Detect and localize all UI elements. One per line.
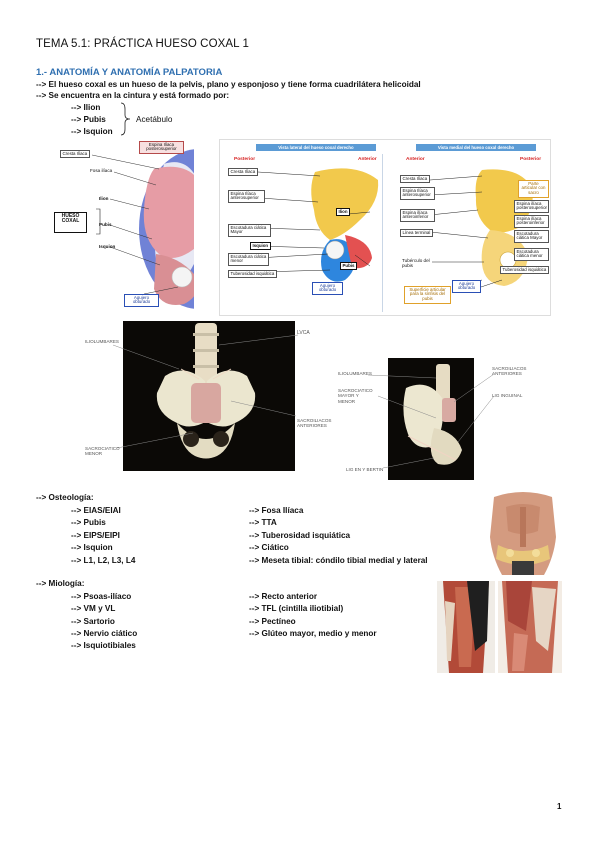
- leg-muscles-2-illustration: [502, 581, 558, 673]
- label-espina-antsup-lat: Espina Ilíaca anterosuperior: [228, 190, 265, 203]
- divider: [382, 154, 383, 312]
- label-escotadura-menor-med: Escotadura ciática menor: [514, 248, 549, 261]
- osteo-right-1: --> Fosa Ilíaca: [249, 506, 304, 515]
- brace-icon: [120, 102, 131, 136]
- intro-line-2: --> Se encuentra en la cintura y está fo…: [36, 91, 230, 100]
- banner-vista-lateral: Vista lateral del hueso coxal derecho: [256, 144, 376, 151]
- figure-ligamentos-lateral: ILIOLUMBARES SACROCIATICO MAYOR Y MENOR …: [338, 358, 538, 480]
- mio-right-3: --> Pectíneo: [249, 617, 296, 626]
- label-cresta-iliaca-lat: Cresta Ilíaca: [228, 168, 258, 177]
- label-sacrociatico-menor: SACROCIATICO MENOR: [85, 446, 120, 457]
- osteo-right-4: --> Ciático: [249, 543, 289, 552]
- part-ilion: --> Ilion: [71, 103, 101, 112]
- osteo-right-3: --> Tuberosidad isquiática: [249, 531, 351, 540]
- label-agujero-obturado-lat: Agujero obturado: [312, 282, 343, 295]
- osteo-right-5: --> Meseta tibial: cóndilo tibial medial…: [249, 556, 428, 565]
- label-sacrociatico-mayor-menor: SACROCIATICO MAYOR Y MENOR: [338, 388, 373, 404]
- page-title: TEMA 5.1: PRÁCTICA HUESO COXAL 1: [36, 38, 250, 50]
- label-iliolumbares: ILIOLUMBARES: [85, 339, 119, 344]
- label-agujero-obturado: Agujero obturado: [124, 294, 159, 307]
- osteo-left-1: --> EIAS/EIAI: [71, 506, 121, 515]
- mio-left-4: --> Nervio ciático: [71, 629, 138, 638]
- label-espina-antsup-med: Espina Ilíaca anterosuperior: [400, 187, 435, 200]
- label-parte-articular-sacro: Parte articular con sacro: [518, 180, 549, 198]
- label-espina-postsup-med: Espina ilíaca posterosuperior: [514, 200, 549, 213]
- label-posterior-right: Posterior: [520, 157, 542, 162]
- label-lig-inguinal: LIG INGUINAL: [492, 393, 523, 398]
- page-number: 1: [557, 802, 562, 811]
- label-tuberculo-pubis: Tubérculo del pubis: [402, 258, 430, 269]
- miologia-heading: --> Miología:: [36, 579, 85, 588]
- section-heading: 1.- ANATOMÍA Y ANATOMÍA PALPATORIA: [36, 67, 223, 78]
- label-linea-terminal: Línea terminal: [400, 229, 433, 238]
- osteo-right-2: --> TTA: [249, 518, 277, 527]
- label-hueso-coxal: HUESO COXAL: [54, 212, 87, 234]
- label-escotadura-menor-lat: Escotadura ciática menor: [228, 253, 269, 266]
- label-cresta-iliaca-med: Cresta Ilíaca: [400, 175, 430, 184]
- label-superficie-sinfisis: Superficie articular para la sínfisis de…: [404, 286, 451, 304]
- label-anterior-left: Anterior: [358, 157, 377, 162]
- label-lvca: LVCA: [297, 330, 310, 336]
- label-isquion-lat: Isquion: [250, 242, 271, 251]
- label-ilion-lat: Ilion: [336, 208, 351, 217]
- label-cresta-iliaca: Cresta Ilíaca: [60, 150, 90, 159]
- banner-vista-medial: Vista medial del hueso coxal derecho: [416, 144, 536, 151]
- figure-leg-muscles-1: [437, 581, 495, 673]
- mio-left-1: --> Psoas-ilíaco: [71, 592, 132, 601]
- label-espina-postinf-med: Espina ilíaca posteroinferior: [514, 215, 549, 228]
- mio-right-1: --> Recto anterior: [249, 592, 318, 601]
- osteologia-heading: --> Osteología:: [36, 493, 94, 502]
- label-pubis-lat: Pubis: [340, 262, 357, 271]
- figure-coxal-vistas: Vista lateral del hueso coxal derecho Vi…: [219, 139, 551, 316]
- label-espina-posterosuperior: Espina Ilíaca posterosuperior: [139, 141, 184, 154]
- lateral-pelvis-illustration: [367, 364, 495, 469]
- label-tuberosidad-lat: Tuberosidad isquiática: [228, 270, 277, 279]
- label-iliolumbares-lat: ILIOLUMBARES: [338, 371, 372, 376]
- mio-left-3: --> Sartorio: [71, 617, 115, 626]
- figure-ligamentos-pelvis: ILIOLUMBARES LVCA SACROILIACOS ANTERIORE…: [85, 321, 355, 471]
- part-pubis: --> Pubis: [71, 115, 106, 124]
- label-lig-y-bertin: LIG EN Y BERTIN: [346, 467, 384, 472]
- mio-left-2: --> VM y VL: [71, 604, 116, 613]
- mio-right-4: --> Glúteo mayor, medio y menor: [249, 629, 377, 638]
- figure-torso-palpation: [484, 487, 562, 575]
- label-agujero-obturado-med: Agujero obturado: [452, 280, 481, 293]
- label-ilion: Ilion: [99, 196, 109, 201]
- coxal-illustration: [91, 149, 194, 309]
- label-sacroiliacos: SACROILIACOS ANTERIORES: [297, 418, 332, 429]
- label-escotadura-mayor-lat: Escotadura ciática Mayor: [228, 224, 271, 237]
- label-posterior-left: Posterior: [234, 157, 256, 162]
- label-fosa-iliaca: Fosa ilíaca: [90, 168, 113, 173]
- label-tuberosidad-med: Tuberosidad isquiática: [500, 266, 549, 275]
- figure-coxal-lateral: Cresta Ilíaca Espina Ilíaca posterosuper…: [44, 139, 194, 314]
- label-escotadura-mayor-med: Escotadura ciática Mayor: [514, 230, 549, 243]
- osteo-left-5: --> L1, L2, L3, L4: [71, 556, 136, 565]
- pelvis-illustration: [112, 323, 299, 459]
- label-pubis: Pubis: [99, 222, 112, 227]
- mio-right-2: --> TFL (cintilla iliotibial): [249, 604, 344, 613]
- torso-illustration: [490, 492, 556, 575]
- part-isquion: --> Isquion: [71, 127, 113, 136]
- mio-left-5: --> Isquiotibiales: [71, 641, 136, 650]
- osteo-left-3: --> EIPS/EIPI: [71, 531, 120, 540]
- label-sacroiliacos-lat: SACROILIACOS ANTERIORES: [492, 366, 527, 377]
- label-isquion: Isquion: [99, 244, 116, 249]
- intro-line-1: --> El hueso coxal es un hueso de la pel…: [36, 80, 421, 89]
- label-espina-antinf-med: Espina ilíaca anteroinferior: [400, 209, 435, 222]
- leg-muscles-1-illustration: [443, 581, 489, 673]
- label-anterior-right: Anterior: [406, 157, 425, 162]
- acetabulo-label: Acetábulo: [136, 115, 173, 124]
- osteo-left-4: --> Isquion: [71, 543, 113, 552]
- figure-leg-muscles-2: [498, 581, 562, 673]
- osteo-left-2: --> Pubis: [71, 518, 106, 527]
